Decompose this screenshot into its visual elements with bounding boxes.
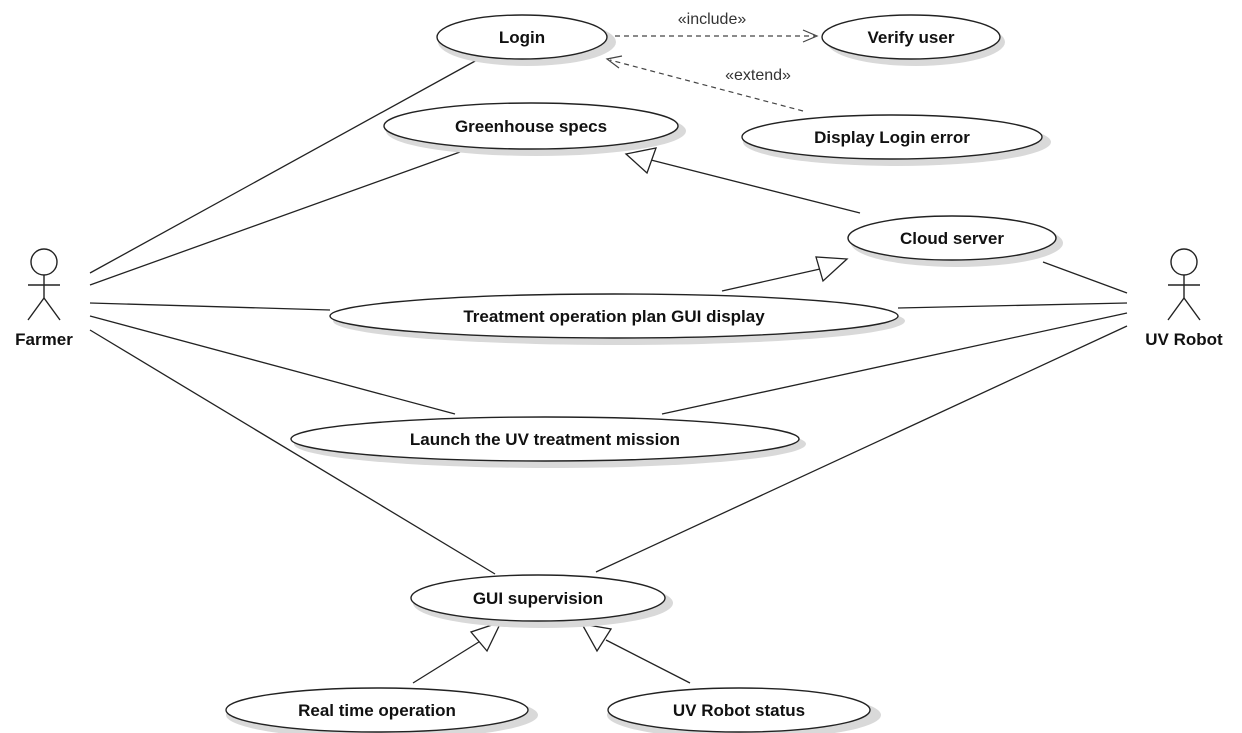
- gen-arrow-greenhouse: [624, 147, 658, 175]
- use-case-verify-user-label: Verify user: [868, 28, 955, 47]
- use-case-verify-user[interactable]: Verify user: [821, 14, 1005, 66]
- gen-line-cloud-to-greenhouse: [650, 159, 861, 214]
- include-arrowhead: [802, 29, 819, 43]
- use-case-login[interactable]: Login: [436, 14, 616, 66]
- extend-stereotype: «extend»: [725, 67, 791, 84]
- actor-uv-robot-label: UV Robot: [1145, 330, 1223, 349]
- use-case-uv-robot-status-label: UV Robot status: [673, 701, 805, 720]
- use-case-cloud-server-label: Cloud server: [900, 229, 1004, 248]
- include-stereotype: «include»: [678, 11, 747, 28]
- gen-line-plan-to-cloud: [721, 268, 821, 292]
- assoc-robot-cloud-server: [1042, 261, 1128, 294]
- assoc-farmer-gui-supervision: [89, 329, 496, 575]
- gen-line-status-to-supervision: [605, 639, 691, 684]
- gen-line-realtime-to-supervision: [412, 639, 483, 684]
- actor-farmer-stick-figure-icon: [27, 248, 61, 321]
- use-case-login-label: Login: [499, 28, 545, 47]
- actor-uv-robot-stick-figure-icon: [1167, 248, 1201, 321]
- actor-farmer-label: Farmer: [15, 330, 73, 349]
- extend-arrowhead: [605, 55, 623, 69]
- associations: [89, 59, 1128, 575]
- use-case-real-time-operation[interactable]: Real time operation: [225, 687, 538, 733]
- actor-uv-robot[interactable]: UV Robot: [1145, 248, 1223, 349]
- assoc-farmer-launch-mission: [89, 315, 456, 415]
- gen-arrow-supervision-right: [580, 623, 613, 653]
- assoc-robot-gui-supervision: [595, 325, 1128, 573]
- actor-farmer[interactable]: Farmer: [15, 248, 73, 349]
- use-case-uv-robot-status[interactable]: UV Robot status: [607, 687, 881, 733]
- use-case-greenhouse-specs[interactable]: Greenhouse specs: [383, 102, 686, 156]
- assoc-robot-treatment-plan: [897, 302, 1128, 309]
- extend-dependency-line: [609, 59, 804, 112]
- use-case-treatment-plan-gui[interactable]: Treatment operation plan GUI display: [329, 293, 905, 345]
- assoc-farmer-treatment-plan: [89, 302, 331, 311]
- use-case-treatment-plan-gui-label: Treatment operation plan GUI display: [463, 307, 765, 326]
- use-case-greenhouse-specs-label: Greenhouse specs: [455, 117, 607, 136]
- gen-arrow-cloud: [815, 256, 849, 283]
- use-case-launch-uv-mission[interactable]: Launch the UV treatment mission: [290, 416, 806, 468]
- assoc-farmer-greenhouse-specs: [89, 151, 461, 286]
- assoc-farmer-login: [89, 59, 478, 274]
- assoc-robot-launch-mission: [661, 312, 1128, 415]
- use-case-launch-uv-mission-label: Launch the UV treatment mission: [410, 430, 680, 449]
- use-case-gui-supervision[interactable]: GUI supervision: [410, 574, 673, 628]
- use-case-display-login-error[interactable]: Display Login error: [741, 114, 1051, 166]
- generalizations: [412, 147, 861, 684]
- gen-arrow-supervision-left: [469, 620, 503, 653]
- use-case-cloud-server[interactable]: Cloud server: [847, 215, 1063, 267]
- use-case-real-time-operation-label: Real time operation: [298, 701, 456, 720]
- use-case-gui-supervision-label: GUI supervision: [473, 589, 603, 608]
- use-case-display-login-error-label: Display Login error: [814, 128, 970, 147]
- dependencies: «include» «extend»: [605, 11, 819, 112]
